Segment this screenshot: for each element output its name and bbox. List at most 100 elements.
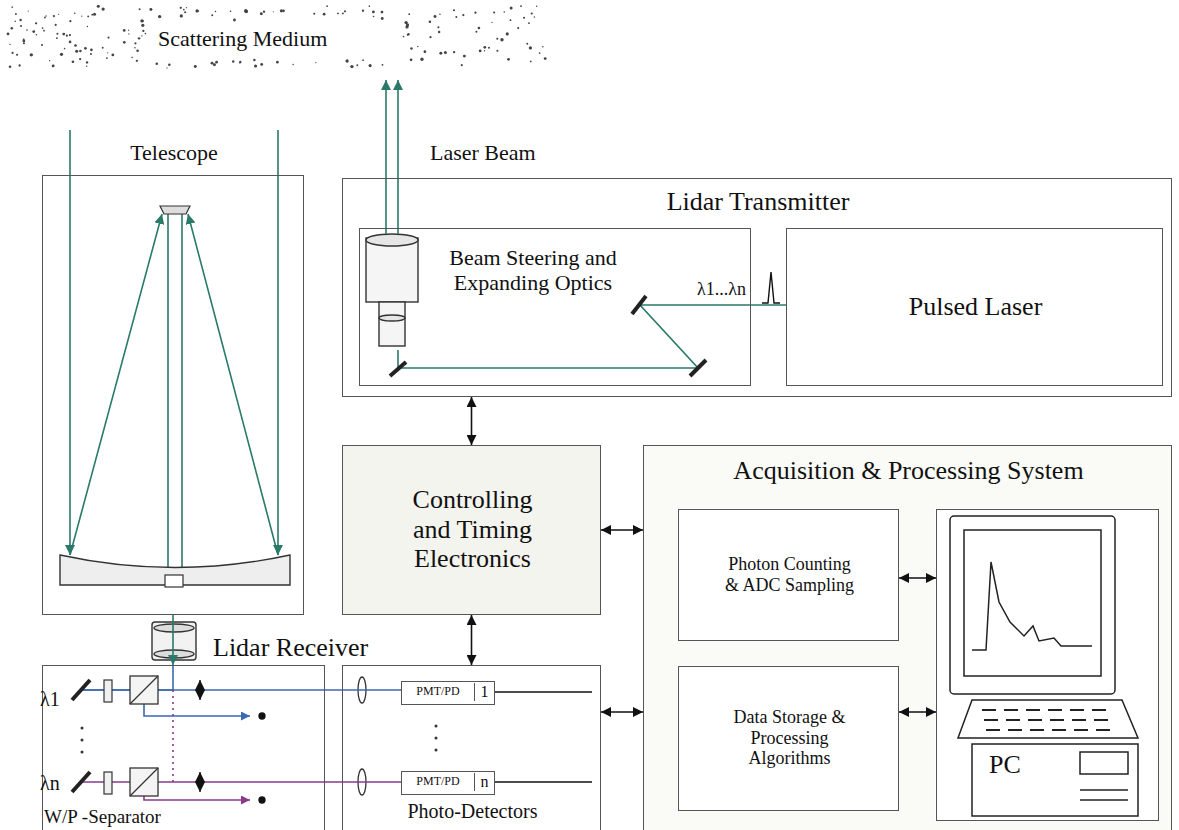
particle [439, 14, 440, 15]
particle [128, 33, 129, 34]
particle [500, 38, 503, 41]
particle [186, 7, 187, 8]
particle [462, 14, 464, 16]
particle [66, 35, 68, 37]
particle [254, 64, 257, 67]
particle [239, 62, 241, 64]
particle [461, 64, 463, 66]
detector-box: Photo-DetectorsPMT/PD1PMT/PDn [342, 665, 601, 830]
key [984, 719, 998, 721]
particle [23, 42, 25, 44]
particle [139, 8, 141, 10]
particle [408, 13, 410, 15]
particle [429, 36, 431, 38]
particle [18, 64, 20, 66]
key [1026, 709, 1040, 711]
particle [276, 61, 279, 64]
particle [56, 33, 58, 35]
control-box: Controlling and Timing Electronics [342, 445, 601, 615]
node-title: PMT/PD [402, 685, 474, 699]
dichroic-mirrors [72, 680, 90, 792]
key [1074, 729, 1088, 731]
box-fill [935, 508, 1158, 820]
connector [751, 304, 786, 306]
particle [145, 33, 147, 35]
particle [245, 10, 248, 13]
particle [87, 15, 89, 17]
particle [79, 50, 81, 52]
particle [239, 61, 241, 63]
particle [350, 65, 353, 68]
particle [107, 37, 109, 39]
box-fill [677, 665, 898, 810]
particle [60, 53, 63, 56]
particle [142, 30, 144, 32]
particle [474, 11, 476, 13]
particle [530, 61, 532, 63]
particle [134, 42, 136, 44]
particle [233, 18, 236, 21]
particle [180, 14, 183, 17]
particle [19, 19, 21, 21]
particle [102, 47, 104, 49]
particle [69, 34, 71, 36]
particle [479, 50, 482, 53]
particle [362, 10, 364, 12]
polarization-marks [200, 680, 265, 803]
pc-box: PC [936, 509, 1159, 821]
particle [168, 64, 171, 67]
node-title: PMT/PD [402, 775, 474, 789]
detector-lenses [358, 677, 366, 795]
particle [86, 66, 87, 67]
wavelength-label: λn [40, 772, 60, 795]
particle [493, 11, 495, 13]
beam-label: Laser Beam [430, 140, 536, 165]
particle [282, 10, 285, 13]
node-title: Data Storage & Processing Algorithms [719, 707, 860, 769]
key [1004, 709, 1018, 711]
particle [9, 44, 10, 45]
node-title: Lidar Transmitter [543, 187, 973, 217]
particle [403, 36, 405, 38]
connector [471, 615, 473, 665]
particle [292, 64, 293, 65]
node-title: Lidar Receiver [213, 633, 443, 663]
particle [43, 30, 45, 32]
particle [369, 5, 371, 7]
optics-box: Beam Steering and Expanding Optics [359, 228, 751, 386]
particle [123, 29, 126, 32]
particle [79, 58, 81, 60]
key [1006, 719, 1020, 721]
particle [544, 57, 547, 60]
particle [11, 52, 13, 54]
particle [128, 30, 129, 31]
transmitter-box: Lidar TransmitterBeam Steering and Expan… [342, 178, 1172, 397]
particle [16, 54, 18, 56]
node-title: Acquisition & Processing System [654, 456, 1163, 486]
particle [372, 11, 375, 14]
connector [325, 781, 401, 783]
particle [260, 63, 263, 66]
scattering-particles [7, 5, 547, 69]
particle [245, 10, 248, 13]
medium-label: Scattering Medium [158, 26, 327, 51]
telescope-box: Telescope [42, 175, 304, 615]
particle [526, 43, 528, 45]
particle [140, 19, 143, 22]
particle [36, 34, 38, 36]
particle [491, 22, 492, 23]
particle [195, 9, 198, 12]
particle [180, 7, 182, 9]
laser-pulse [762, 272, 780, 303]
particle [86, 61, 88, 63]
particle [53, 15, 55, 17]
particle [52, 64, 55, 67]
particle [87, 26, 88, 27]
particle [406, 23, 409, 26]
particle [531, 12, 533, 14]
particle [381, 11, 384, 14]
particle [215, 11, 217, 13]
key [1094, 719, 1108, 721]
particle [93, 13, 96, 16]
